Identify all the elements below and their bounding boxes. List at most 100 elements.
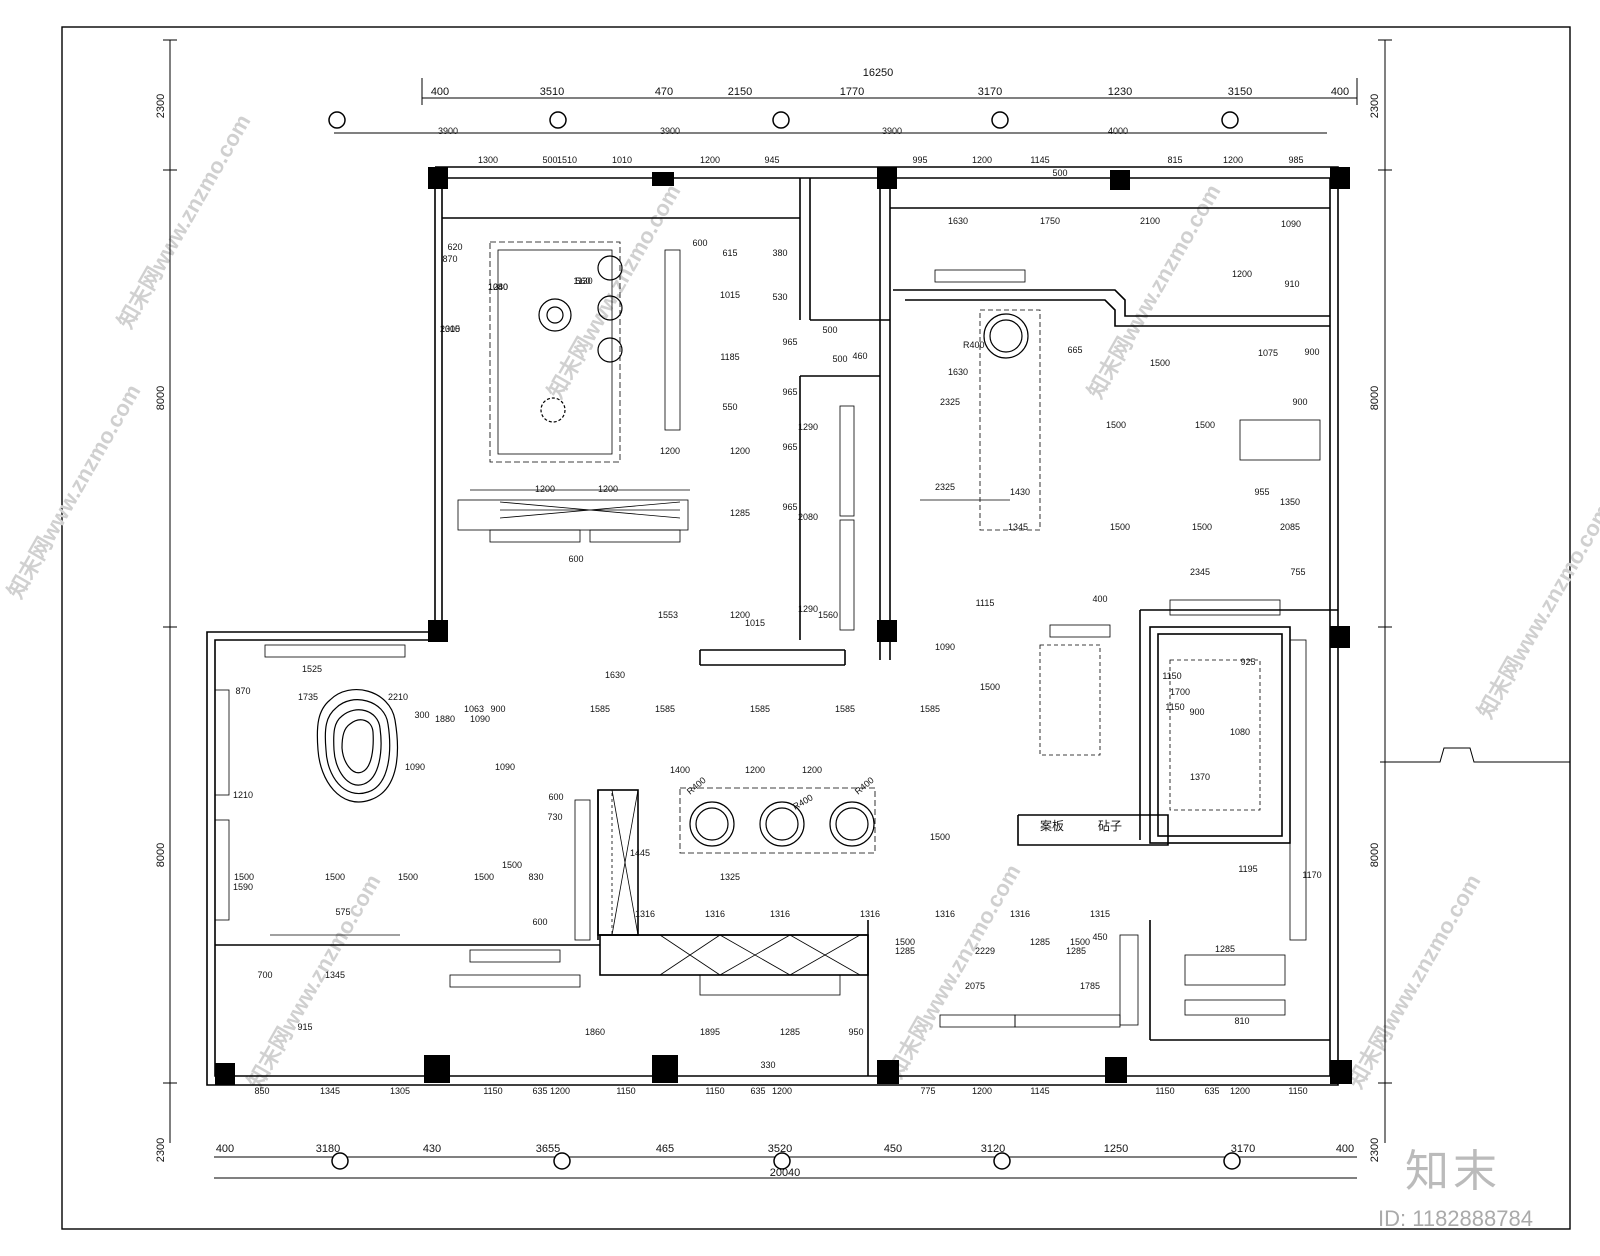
interior-dim-text: 1200 (730, 446, 750, 456)
watermark-text: 知末网www.znzmo.com (1083, 180, 1226, 402)
overall-width-top: 16250 (863, 67, 894, 79)
round-tables (538, 255, 1029, 847)
interior-dim-text: 665 (1067, 345, 1082, 355)
side-dimensions: 2300 8000 8000 2300 2300 8000 8000 2300 (155, 94, 1381, 1162)
watermark-text: 知末网www.znzmo.com (543, 180, 686, 402)
dim-text: 2150 (728, 86, 752, 98)
interior-dim-text: 730 (547, 812, 562, 822)
dim-text: 430 (423, 1143, 441, 1155)
interior-dim-text: 2229 (975, 946, 995, 956)
dim-text: 1510 (557, 155, 577, 165)
interior-dim-text: 1015 (720, 290, 740, 300)
interior-dim-text: 1185 (720, 352, 739, 362)
interior-dim-text: 1063 (464, 704, 484, 714)
interior-dim-text: 1630 (605, 670, 625, 680)
kitchen-label: 案板 (1040, 818, 1064, 833)
interior-dim-text: 900 (1189, 707, 1204, 717)
dim-text: 1200 (1223, 155, 1243, 165)
watermark-text: 知末网www.znzmo.com (243, 870, 386, 1092)
interior-dim-text: 400 (1092, 594, 1107, 604)
interior-dim-text: 1316 (935, 909, 955, 919)
interior-dim-text: 1015 (745, 618, 765, 628)
watermark-text: 知末网www.znzmo.com (1473, 500, 1600, 722)
interior-dim-text: 1370 (1190, 772, 1210, 782)
interior-dim-text: 1880 (435, 714, 455, 724)
interior-dim-text: 1200 (598, 484, 618, 494)
interior-dim-text: 1130 (573, 276, 592, 286)
axis-markers-bottom (331, 1152, 1241, 1170)
interior-dim-text: 925 (1240, 657, 1255, 667)
interior-dim-text: 600 (568, 554, 583, 564)
interior-dim-text: 1080 (1230, 727, 1250, 737)
organic-sofa (316, 689, 399, 803)
dim-text: 1200 (972, 155, 992, 165)
interior-dim-text: 300 (414, 710, 429, 720)
interior-dim-text: 1115 (976, 598, 995, 608)
interior-dim-text: 2080 (798, 512, 818, 522)
dim-text: 1250 (1104, 1143, 1128, 1155)
interior-dim-text: 460 (852, 351, 867, 361)
interior-dim-text: 955 (1254, 487, 1269, 497)
interior-dim-text: 1316 (860, 909, 880, 919)
drawing-frame (61, 26, 1571, 1230)
interior-dim-text: 1200 (730, 610, 750, 620)
dim-text: 635 (750, 1086, 765, 1096)
dim-text: 1230 (1108, 86, 1132, 98)
dim-text: 2300 (1369, 1138, 1381, 1162)
interior-dim-text: 1285 (1215, 944, 1235, 954)
interior-dim-text: 1090 (495, 762, 515, 772)
interior-dim-text: 830 (528, 872, 543, 882)
interior-dim-text: 1345 (1008, 522, 1028, 532)
dim-text: 400 (1336, 1143, 1354, 1155)
interior-dim-text: 500 (822, 325, 837, 335)
interior-dim-text: 1316 (770, 909, 790, 919)
interior-dim-text: 1285 (730, 508, 750, 518)
dim-text: 1770 (840, 86, 864, 98)
interior-dim-text: 1785 (1080, 981, 1100, 991)
structural-columns (215, 167, 1352, 1085)
dim-text: 1150 (616, 1086, 635, 1096)
interior-dim-text: 1200 (535, 484, 555, 494)
dim-text: 1305 (390, 1086, 410, 1096)
dim-text: 1150 (705, 1086, 724, 1096)
ceiling-dims-top: 1300 500 1510 1010 1200 945 995 1200 114… (478, 155, 1304, 178)
dim-text: 3900 (438, 126, 458, 136)
interior-dim-text: 1500 (1195, 420, 1215, 430)
interior-dim-text: 1090 (405, 762, 425, 772)
dim-text: 500 (542, 155, 557, 165)
interior-dim-text: 620 (447, 242, 462, 252)
interior-dim-text: 560 (575, 276, 590, 286)
dim-text: 400 (1331, 86, 1349, 98)
interior-dim-text: 2100 (1140, 216, 1160, 226)
interior-dim-text: 1585 (750, 704, 770, 714)
interior-dim-text: 1200 (660, 446, 680, 456)
radius-label: R400 (963, 340, 985, 350)
interior-dim-text: 1585 (835, 704, 855, 714)
dim-text: 1300 (478, 155, 498, 165)
interior-dim-text: 965 (782, 337, 797, 347)
interior-dim-text: 1285 (1030, 937, 1050, 947)
interior-dim-text: 1500 (1110, 522, 1130, 532)
dim-text: 1010 (612, 155, 632, 165)
dim-text: 330 (760, 1060, 775, 1070)
dim-text: 450 (884, 1143, 902, 1155)
radius-label: R400 (791, 792, 815, 811)
building-walls (206, 166, 1339, 1086)
dim-text: 3655 (536, 1143, 560, 1155)
interior-dim-text: 1316 (635, 909, 655, 919)
interior-dim-text: 1315 (1090, 909, 1110, 919)
interior-dim-text: 950 (848, 1027, 863, 1037)
dim-text: 500 (1052, 168, 1067, 178)
interior-dim-text: 1585 (920, 704, 940, 714)
interior-dim-text: 600 (532, 917, 547, 927)
axis-markers-top (328, 111, 1239, 129)
interior-dim-text: 1090 (935, 642, 955, 652)
interior-dim-text: 1895 (700, 1027, 720, 1037)
dim-text: 3170 (1231, 1143, 1255, 1155)
interior-dim-text: 1150 (1165, 702, 1184, 712)
interior-dim-text: 1315 (440, 324, 460, 334)
interior-dim-text: 1090 (470, 714, 490, 724)
dim-text: 4000 (1108, 126, 1128, 136)
dim-text: 3170 (978, 86, 1002, 98)
